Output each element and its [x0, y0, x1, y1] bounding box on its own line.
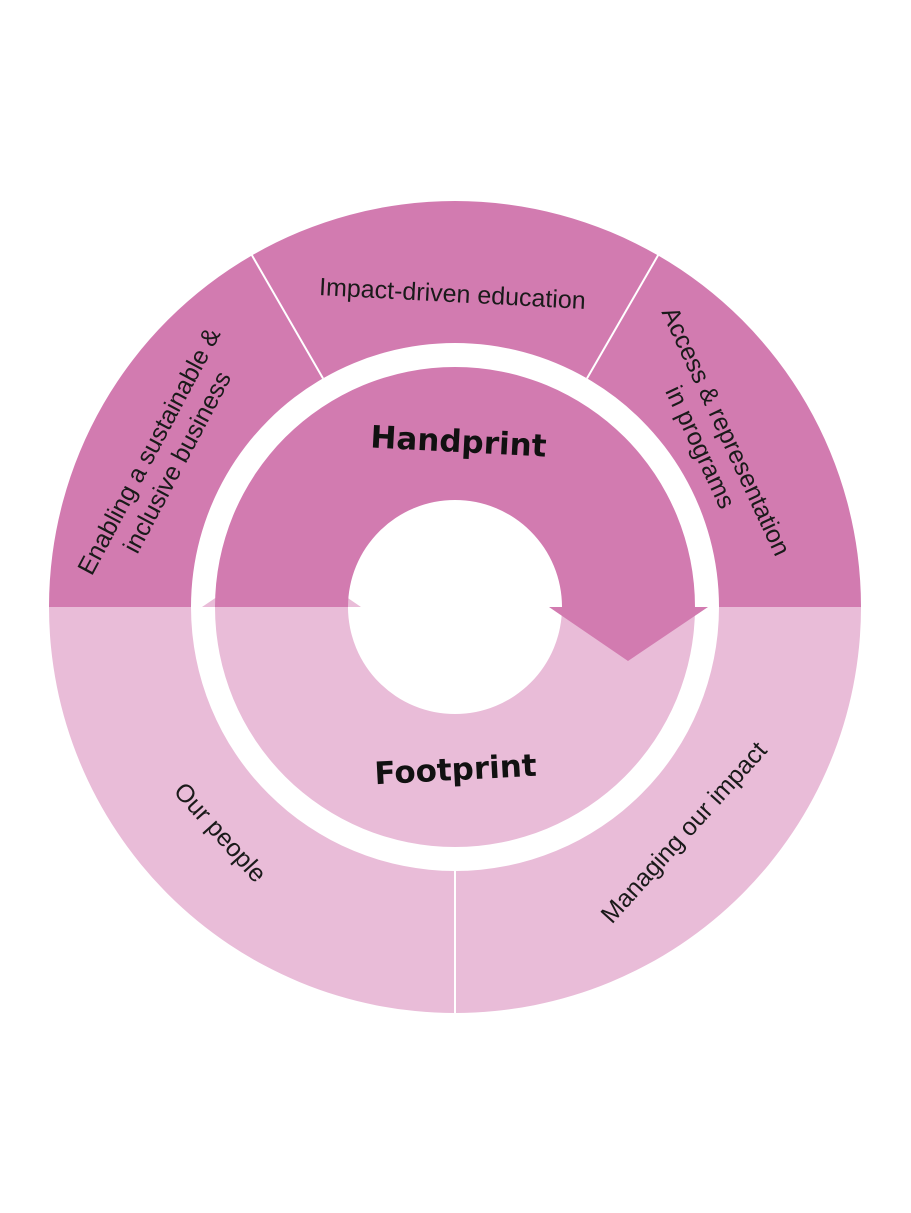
- footprint-label: Footprint: [373, 748, 537, 792]
- inner-cycle: [202, 367, 708, 847]
- segment-managing-our-impact: [455, 607, 861, 1013]
- handprint-arrow: [215, 367, 708, 661]
- divider-line: [586, 253, 660, 379]
- segment-impact-driven-education: [252, 200, 658, 379]
- outer-ring: [49, 200, 861, 1013]
- segment-access-representation: [587, 255, 861, 607]
- segment-enabling-sustainable-business: [49, 255, 323, 607]
- ring-dividers: [250, 253, 660, 1015]
- segment-our-people: [49, 607, 455, 1013]
- divider-line: [250, 253, 324, 379]
- footprint-arrow: [202, 553, 695, 847]
